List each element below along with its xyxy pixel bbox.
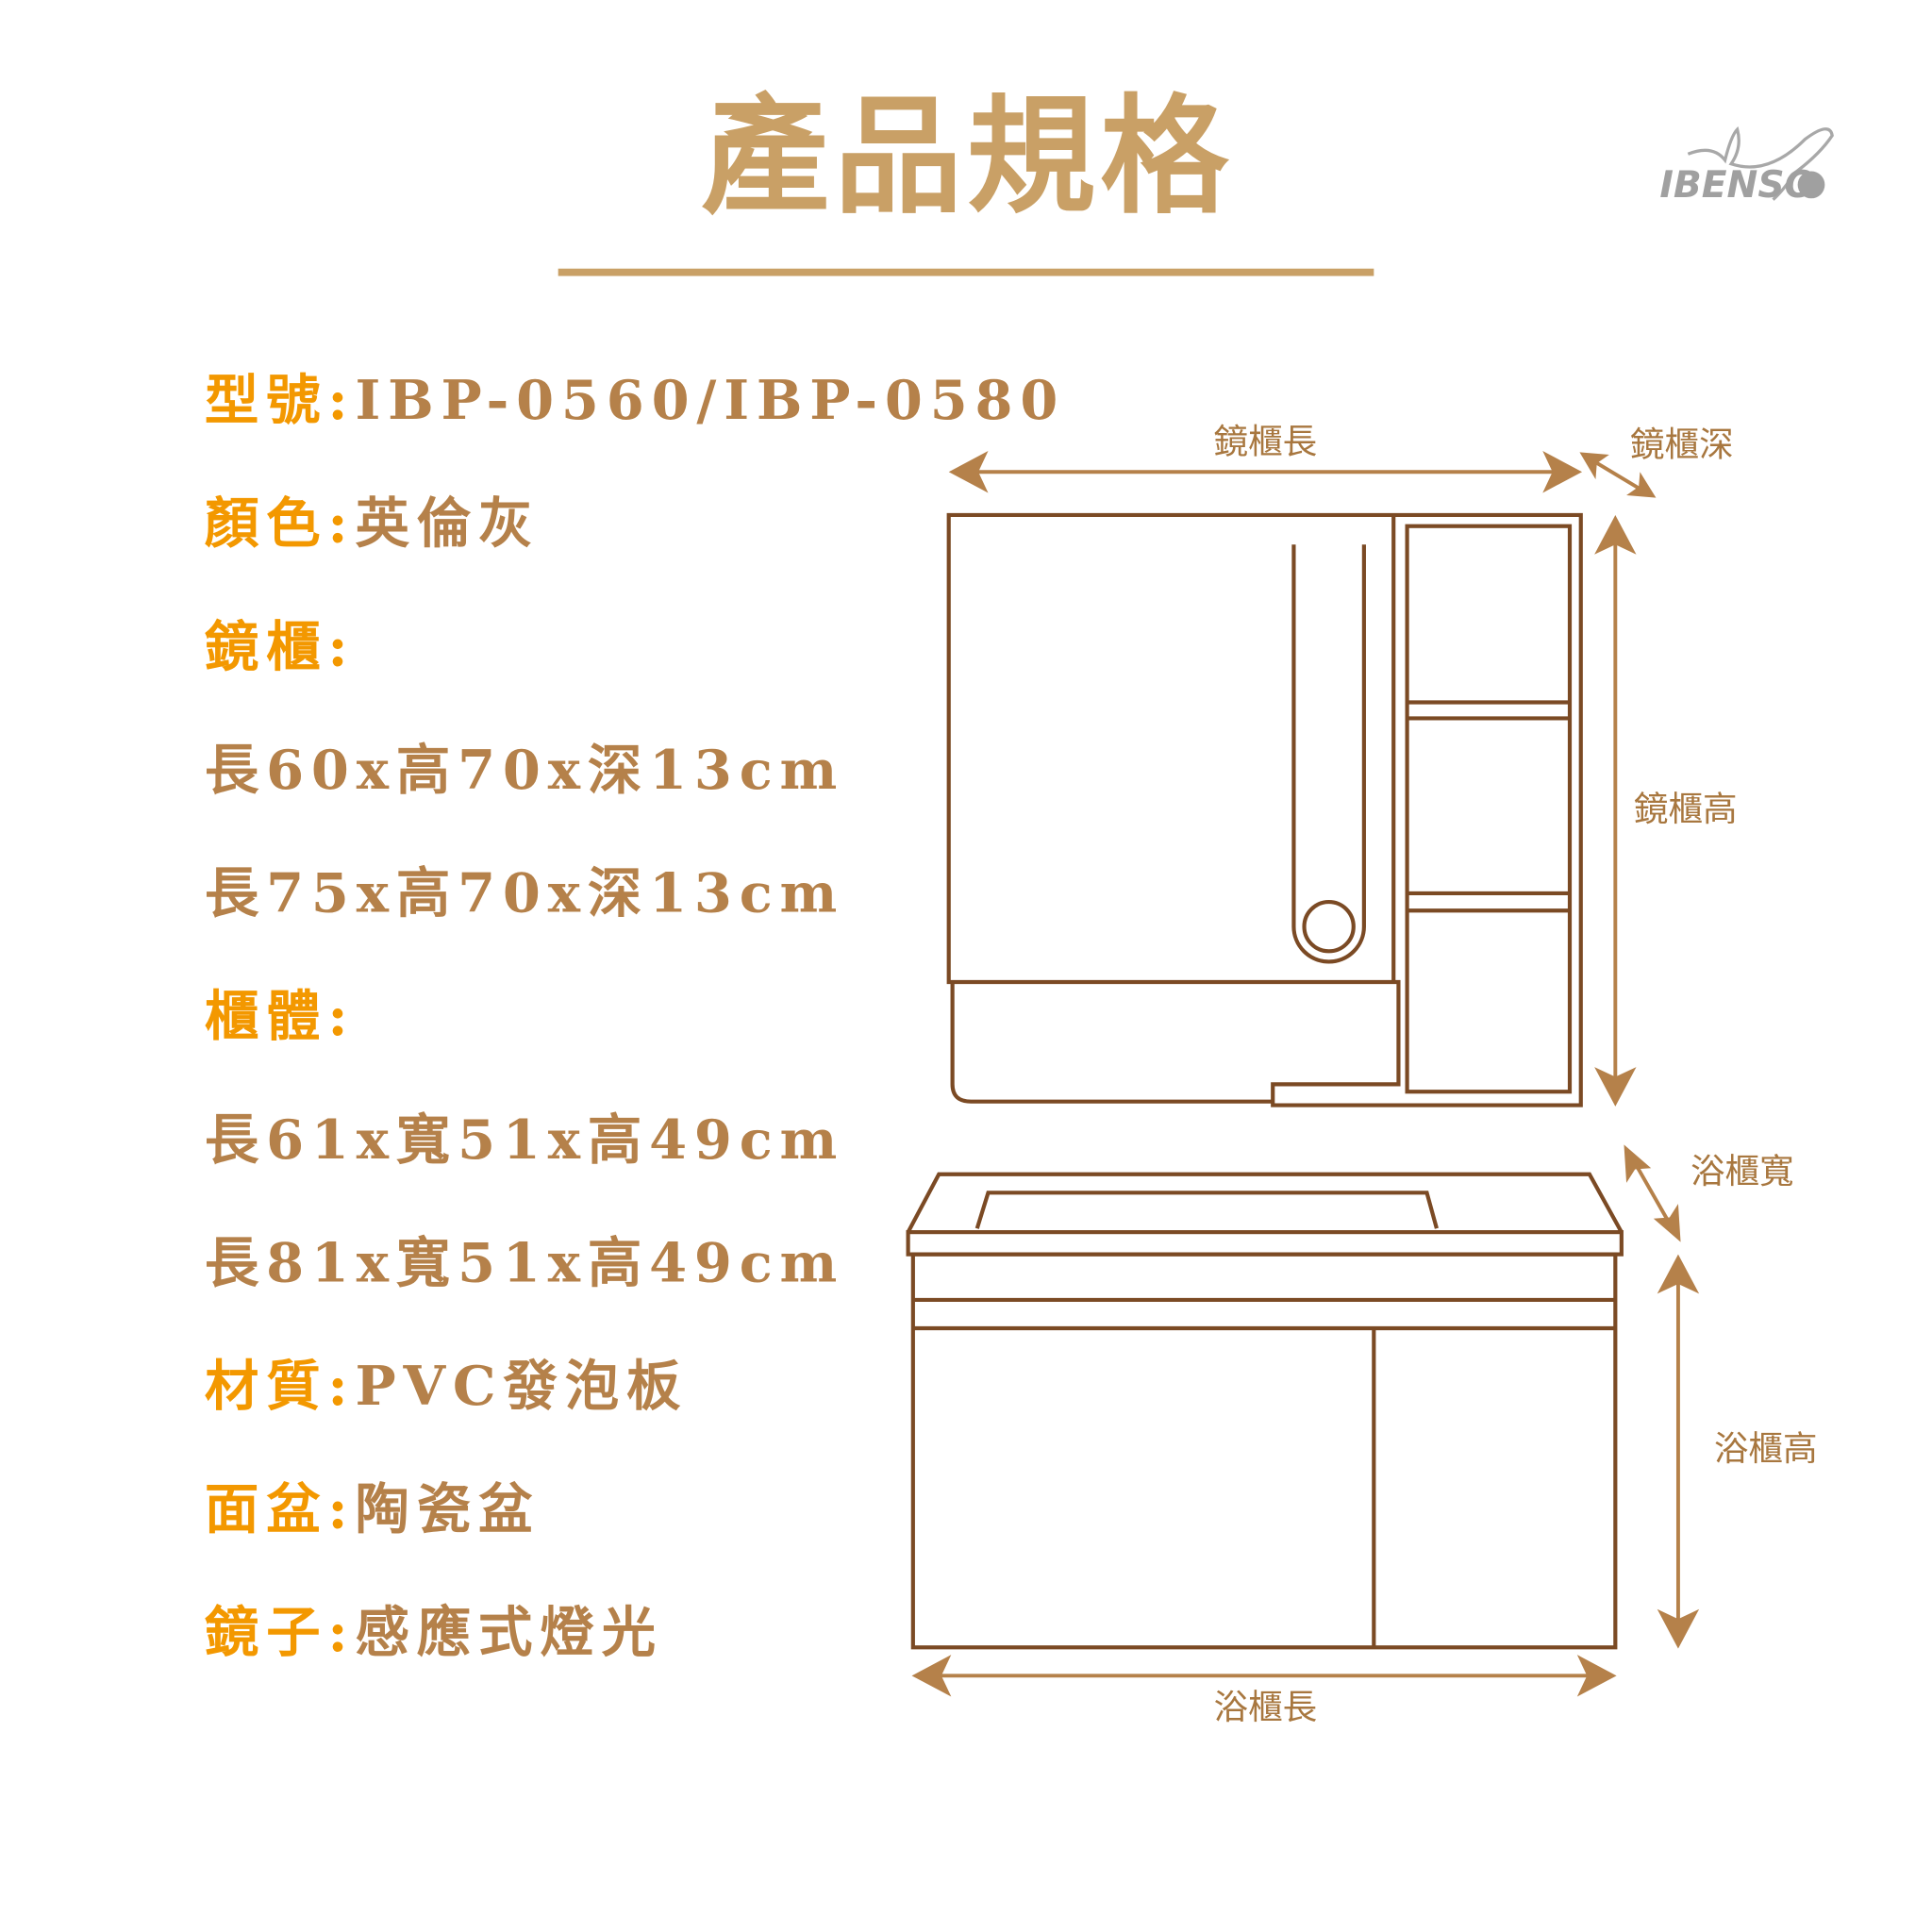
mirror-length-label: 鏡櫃長 [1214, 422, 1318, 462]
spec-row: 鏡子:感應式燈光 [205, 1600, 663, 1664]
logo-text: IBENSO [1659, 164, 1816, 207]
spec-row: 材質:PVC發泡板 [205, 1354, 689, 1418]
mirror-height-label: 鏡櫃高 [1634, 789, 1738, 829]
svg-text:顏色:英倫灰: 顏色:英倫灰 [205, 491, 541, 556]
page-title: 產品規格 [701, 81, 1233, 232]
dimension-arrows [911, 451, 1700, 1697]
vanity-length-label: 浴櫃長 [1214, 1687, 1318, 1727]
spec-value: 感應式燈光 [355, 1600, 662, 1664]
spec-value: 長75x高70x深13cm [205, 861, 844, 925]
title-underline [558, 268, 1374, 276]
svg-text:材質:PVC發泡板: 材質:PVC發泡板 [205, 1354, 689, 1418]
spec-value: PVC發泡板 [355, 1354, 688, 1418]
spec-row: 長81x寬51x高49cm [205, 1230, 844, 1294]
light-bar [1291, 544, 1366, 964]
vanity-width-label: 浴櫃寬 [1690, 1151, 1794, 1191]
svg-text:型號:IBP-0560/IBP-0580: 型號:IBP-0560/IBP-0580 [205, 368, 1065, 432]
spec-label: 顏色: [205, 491, 356, 556]
spec-value: IBP-0560/IBP-0580 [355, 368, 1065, 432]
spec-label: 櫃體: [205, 984, 356, 1048]
svg-text:櫃體:: 櫃體: [205, 984, 356, 1048]
spec-label: 型號: [205, 368, 356, 432]
spec-list: 型號:IBP-0560/IBP-0580 顏色:英倫灰 鏡櫃: 長60x高70x… [205, 368, 1065, 1664]
mirror-depth-label: 鏡櫃深 [1630, 424, 1734, 464]
svg-text:鏡櫃:: 鏡櫃: [205, 614, 356, 678]
svg-text:長81x寬51x高49cm: 長81x寬51x高49cm [205, 1230, 844, 1294]
svg-text:鏡子:感應式燈光: 鏡子:感應式燈光 [205, 1600, 663, 1664]
spec-row: 櫃體: [205, 984, 356, 1048]
spec-row: 鏡櫃: [205, 614, 356, 678]
spec-label: 面盆: [205, 1477, 356, 1541]
spec-value: 英倫灰 [355, 491, 540, 556]
svg-text:長61x寬51x高49cm: 長61x寬51x高49cm [205, 1108, 844, 1172]
spec-row: 顏色:英倫灰 [205, 491, 541, 556]
spec-row: 面盆:陶瓷盆 [205, 1477, 541, 1541]
vanity-drawing [906, 1172, 1624, 1650]
sensor-button [1302, 899, 1356, 954]
spec-row: 長61x寬51x高49cm [205, 1108, 844, 1172]
spec-label: 材質: [205, 1354, 356, 1418]
spec-value: 陶瓷盆 [355, 1477, 540, 1541]
spec-row: 長60x高70x深13cm [205, 738, 844, 802]
svg-text:面盆:陶瓷盆: 面盆:陶瓷盆 [205, 1477, 541, 1541]
svg-text:長60x高70x深13cm: 長60x高70x深13cm [205, 738, 844, 802]
brand-logo: IBENSO [1659, 125, 1834, 207]
mirror-cabinet-drawing [946, 512, 1583, 1108]
spec-label: 鏡櫃: [205, 614, 356, 678]
spec-row: 長75x高70x深13cm [205, 861, 844, 925]
svg-text:長75x高70x深13cm: 長75x高70x深13cm [205, 861, 844, 925]
spec-value: 長61x寬51x高49cm [205, 1108, 844, 1172]
spec-value: 長60x高70x深13cm [205, 738, 844, 802]
vanity-height-label: 浴櫃高 [1714, 1428, 1818, 1469]
spec-label: 鏡子: [205, 1600, 356, 1664]
spec-value: 長81x寬51x高49cm [205, 1230, 844, 1294]
spec-row: 型號:IBP-0560/IBP-0580 [205, 368, 1065, 432]
